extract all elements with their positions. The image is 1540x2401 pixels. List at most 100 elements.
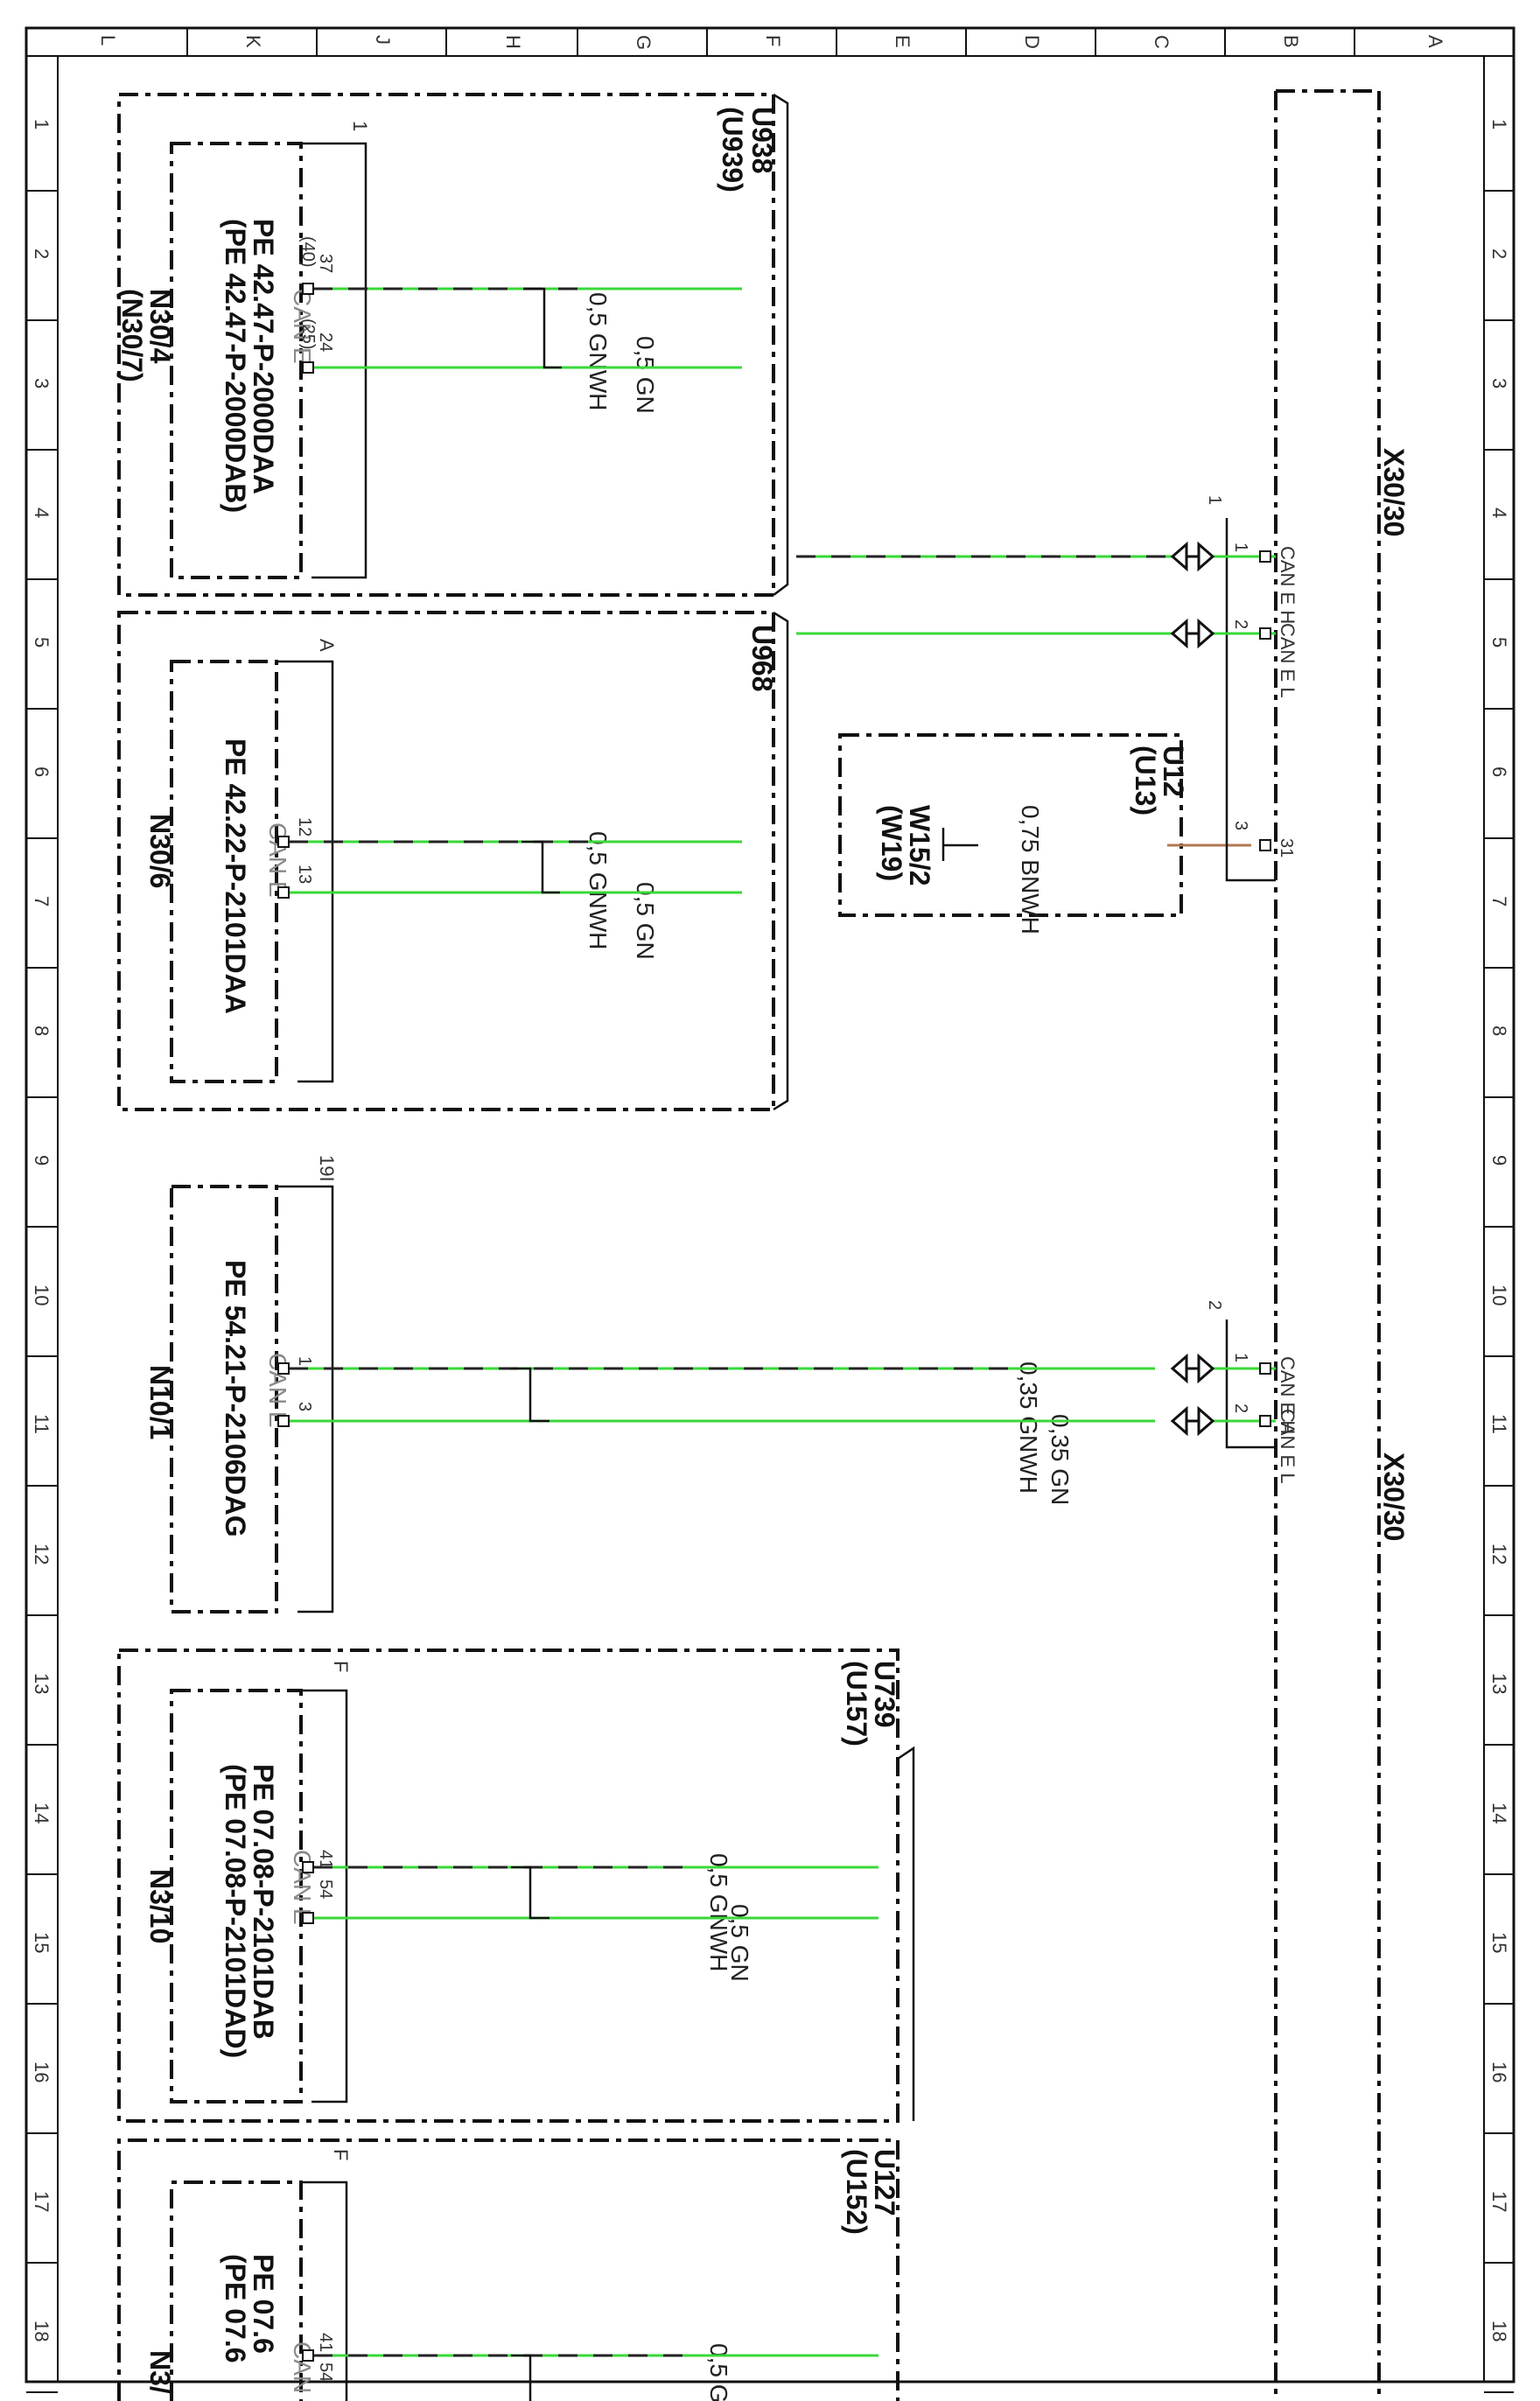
- row-label-left-5: 5: [31, 637, 52, 648]
- wires: [289, 287, 1276, 2401]
- row-label-left-15: 15: [31, 1932, 52, 1953]
- pe-doc-ref-alt: (PE 07.08-P-2101DAD): [220, 1764, 251, 2058]
- column-label-e: E: [892, 35, 914, 48]
- svg-text:54: 54: [316, 2362, 335, 2382]
- ref-u127: U127: [869, 2149, 900, 2216]
- signal-can-e-l-bottom: CAN E L: [1277, 1409, 1298, 1484]
- pin-terminal-14: [1259, 1415, 1271, 1427]
- svg-text:CAN E L: CAN E L: [1277, 623, 1298, 698]
- ref-u13: (U13): [1130, 746, 1161, 816]
- connector-id: A: [316, 639, 338, 652]
- signal-can-e-l-top: CAN E L: [1277, 623, 1298, 698]
- column-label-d: D: [1021, 35, 1043, 49]
- row-label-right-17: 17: [1488, 2191, 1510, 2212]
- group-1: 1: [1205, 495, 1224, 505]
- svg-text:1: 1: [1205, 495, 1224, 505]
- wire-label-gnwh: 0,5 GNWH: [705, 2343, 732, 2401]
- svg-text:(N30/7): (N30/7): [116, 289, 148, 382]
- svg-text:PE 54.21-P-2106DAG: PE 54.21-P-2106DAG: [220, 1260, 251, 1537]
- svg-text:(PE 07.08-P-2101DAD): (PE 07.08-P-2101DAD): [220, 1764, 251, 2058]
- bus-label: CAN E: [264, 822, 291, 898]
- svg-text:CAN E: CAN E: [289, 289, 316, 364]
- pin-terminal-5: [277, 1362, 290, 1375]
- svg-text:CAN E H: CAN E H: [1277, 1356, 1298, 1434]
- pin-12: 12: [295, 817, 314, 836]
- svg-text:1: 1: [1231, 1353, 1250, 1362]
- ref-u939: (U939): [717, 107, 748, 192]
- svg-text:X30/30: X30/30: [1378, 448, 1410, 536]
- svg-text:U127: U127: [869, 2149, 900, 2216]
- wire-label-gnwh: 0,5 GNWH: [584, 292, 612, 410]
- ground-name: W15/2: [904, 805, 935, 886]
- connector-x30-30: X30/30 X30/30 1 2 1 2 1 2 CAN E H CAN E …: [1205, 89, 1410, 2401]
- block-ground-w15-2: U12 (U13) W15/2 (W19) 0,75 BNWH 3 31: [838, 733, 1296, 934]
- connector-id: 19I: [316, 1155, 338, 1182]
- pe-doc-ref: PE 54.21-P-2106DAG: [220, 1260, 251, 1537]
- svg-text:U968: U968: [746, 625, 778, 692]
- svg-text:0,5 GNWH: 0,5 GNWH: [705, 2343, 732, 2401]
- pin-25: (25): [298, 318, 318, 350]
- pin-13: 13: [295, 864, 314, 884]
- ref-u152: (U152): [841, 2149, 872, 2235]
- row-label-left-6: 6: [31, 766, 52, 777]
- row-label-left-14: 14: [31, 1802, 52, 1824]
- block-name: N30/4: [144, 289, 176, 364]
- row-label-left-16: 16: [31, 2062, 52, 2082]
- svg-text:41: 41: [316, 1850, 335, 1869]
- bus-label: CAN: [289, 2342, 316, 2393]
- plug-symbol-1: [1170, 541, 1215, 572]
- wire-label-gnwh: 0,35 GNWH: [1015, 1362, 1042, 1494]
- ref-u938: U938: [746, 107, 778, 174]
- svg-text:1: 1: [295, 1356, 314, 1366]
- signal-can-e-h-bottom: CAN E H: [1277, 1356, 1298, 1434]
- svg-text:N30/4: N30/4: [144, 289, 176, 364]
- signal-31: 31: [1277, 838, 1296, 858]
- svg-text:W15/2: W15/2: [904, 805, 935, 886]
- pin-terminal-8: [302, 1912, 314, 1924]
- block-name: N3/: [144, 2350, 176, 2394]
- svg-text:F: F: [330, 2149, 352, 2160]
- pin-41: 41: [316, 1850, 335, 1869]
- pin-2-bottom: 2: [1231, 1404, 1250, 1413]
- column-label-c: C: [1151, 35, 1172, 49]
- svg-text:(W19): (W19): [876, 805, 907, 881]
- svg-text:2: 2: [1231, 1404, 1250, 1413]
- bus-label: CAN E: [289, 289, 316, 364]
- svg-text:54: 54: [316, 1880, 335, 1899]
- pin-54: 54: [316, 2362, 335, 2382]
- pin-3: 3: [295, 1402, 314, 1411]
- ref-u968: U968: [746, 625, 778, 692]
- svg-text:(U157): (U157): [841, 1661, 872, 1746]
- row-label-left-2: 2: [31, 248, 52, 259]
- row-label-right-9: 9: [1488, 1155, 1510, 1166]
- svg-text:37: 37: [316, 254, 335, 273]
- svg-text:31: 31: [1277, 838, 1296, 858]
- svg-text:CAN E H: CAN E H: [1277, 546, 1298, 624]
- group-2: 2: [1205, 1300, 1224, 1310]
- ref-u12: U12: [1158, 746, 1189, 797]
- row-label-right-5: 5: [1488, 637, 1510, 648]
- svg-text:0,5 GNWH: 0,5 GNWH: [584, 292, 612, 410]
- pin-40: (40): [298, 236, 318, 268]
- svg-text:U739: U739: [869, 1661, 900, 1728]
- pin-terminal-12: [1259, 839, 1271, 851]
- row-label-right-16: 16: [1488, 2062, 1510, 2082]
- row-label-left-13: 13: [31, 1673, 52, 1694]
- svg-text:(U152): (U152): [841, 2149, 872, 2235]
- svg-text:12: 12: [295, 817, 314, 836]
- connector-symbols: [1170, 541, 1215, 1437]
- pin-terminal-9: [302, 2349, 314, 2362]
- svg-text:(40): (40): [298, 236, 318, 268]
- row-label-right-6: 6: [1488, 766, 1510, 777]
- row-label-right-12: 12: [1488, 1544, 1510, 1564]
- block-n30-6: U968 N30/6 PE 42.22-P-2101DAA CAN E A 12…: [117, 611, 789, 1111]
- block-n10-1: N10/1 PE 54.21-P-2106DAG CAN E 19I 1 3 0…: [144, 1155, 1074, 1614]
- svg-text:0,35 GN: 0,35 GN: [1046, 1414, 1074, 1505]
- row-label-left-8: 8: [31, 1026, 52, 1036]
- pin-terminal-3: [277, 836, 290, 848]
- pin-terminal-6: [277, 1415, 290, 1427]
- svg-text:19I: 19I: [316, 1155, 338, 1182]
- svg-text:2: 2: [1205, 1300, 1224, 1310]
